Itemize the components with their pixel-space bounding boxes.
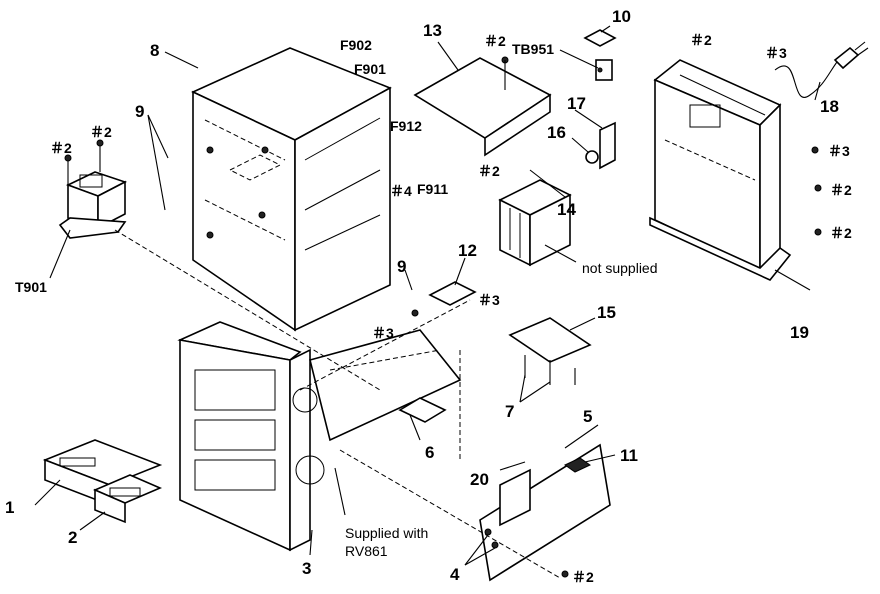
note-supplied-line2: RV861	[345, 543, 388, 559]
screw-rear-2: ＃2	[830, 182, 852, 198]
label-f902: F902	[340, 37, 372, 53]
part-5-board	[479, 443, 611, 582]
part-19-rear-panel	[649, 59, 822, 281]
label-f901: F901	[354, 61, 386, 77]
screw-rear-top-b: ＃3	[765, 45, 787, 61]
screw-left: ＃3	[372, 325, 394, 341]
label-tb951: TB951	[512, 41, 554, 57]
label-16: 16	[547, 123, 566, 142]
part-12-bracket	[411, 281, 477, 317]
part-13-fuse-board	[413, 56, 552, 157]
screw-board-top: ＃2	[484, 33, 506, 49]
label-t901: T901	[15, 279, 47, 295]
part-18-power-cord	[774, 41, 869, 98]
main-unit-body	[177, 321, 462, 552]
note-not-supplied: not supplied	[582, 260, 658, 276]
label-13: 13	[423, 21, 442, 40]
screw-bottom: ＃2	[572, 569, 594, 585]
label-8: 8	[150, 41, 159, 60]
note-supplied-line1: Supplied with	[345, 525, 428, 541]
label-6: 6	[425, 443, 434, 462]
label-3: 3	[302, 559, 311, 578]
part-14-bracket	[498, 179, 572, 267]
label-15: 15	[597, 303, 616, 322]
label-14: 14	[557, 200, 576, 219]
label-9-right: 9	[397, 257, 406, 276]
label-5: 5	[583, 407, 592, 426]
screw-t901-left: ＃2	[50, 140, 72, 156]
screw-rear-1: ＃3	[828, 143, 850, 159]
screw-rear-top-a: ＃2	[690, 32, 712, 48]
label-9-left: 9	[135, 102, 144, 121]
label-4: 4	[450, 565, 460, 584]
label-f911: F911	[417, 181, 448, 197]
label-f912: F912	[390, 118, 422, 134]
front-panels	[42, 439, 163, 524]
label-10: 10	[612, 7, 631, 26]
part-10-and-tb951	[583, 29, 617, 81]
screw-f911: ＃4	[390, 183, 412, 199]
label-1: 1	[5, 498, 14, 517]
part-8-cabinet-cover	[191, 47, 392, 332]
label-19: 19	[790, 323, 809, 342]
label-7: 7	[505, 402, 514, 421]
text-labels: 8 9 9 13 10 17 16 14 12 18 19 15 7 5 11 …	[5, 7, 852, 585]
leader-lines	[34, 25, 821, 566]
part-16-17	[585, 121, 616, 170]
part-t901-transformer	[58, 139, 128, 239]
screw-rear-3: ＃2	[830, 225, 852, 241]
part-15-board	[508, 317, 592, 385]
assembly-lines	[114, 229, 561, 579]
screw-bracket-12: ＃3	[478, 292, 500, 308]
screw-t901-right: ＃2	[90, 124, 112, 140]
screw-mid: ＃2	[478, 163, 500, 179]
label-17: 17	[567, 94, 586, 113]
label-12: 12	[458, 241, 477, 260]
label-11: 11	[620, 446, 638, 465]
label-2: 2	[68, 528, 77, 547]
label-20: 20	[470, 470, 489, 489]
label-18: 18	[820, 97, 839, 116]
